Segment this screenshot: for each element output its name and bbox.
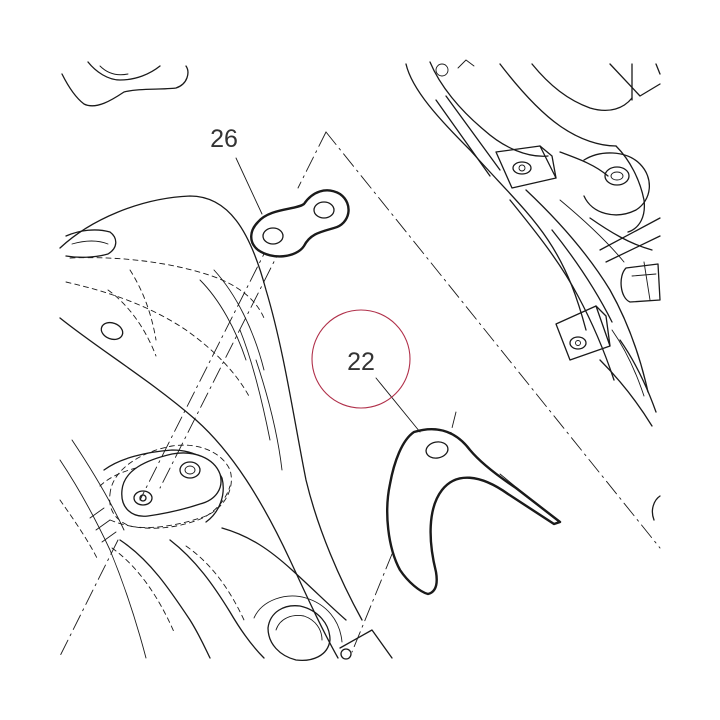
leader-line-22	[375, 377, 421, 433]
alignment-lines	[59, 131, 661, 657]
housing-mount-tab	[109, 444, 232, 528]
leader-line-26	[235, 157, 263, 215]
callout-22-highlight-ring	[311, 309, 411, 409]
right-frame-assembly	[405, 59, 661, 521]
top-left-bracket-part	[61, 61, 189, 107]
main-housing-part	[59, 195, 393, 662]
callout-leaders	[235, 157, 421, 433]
part-26-link-plate	[250, 189, 350, 258]
callout-22-label: 22	[347, 348, 375, 376]
part-22-hook-clip	[386, 428, 562, 596]
callout-26-label: 26	[210, 125, 238, 153]
